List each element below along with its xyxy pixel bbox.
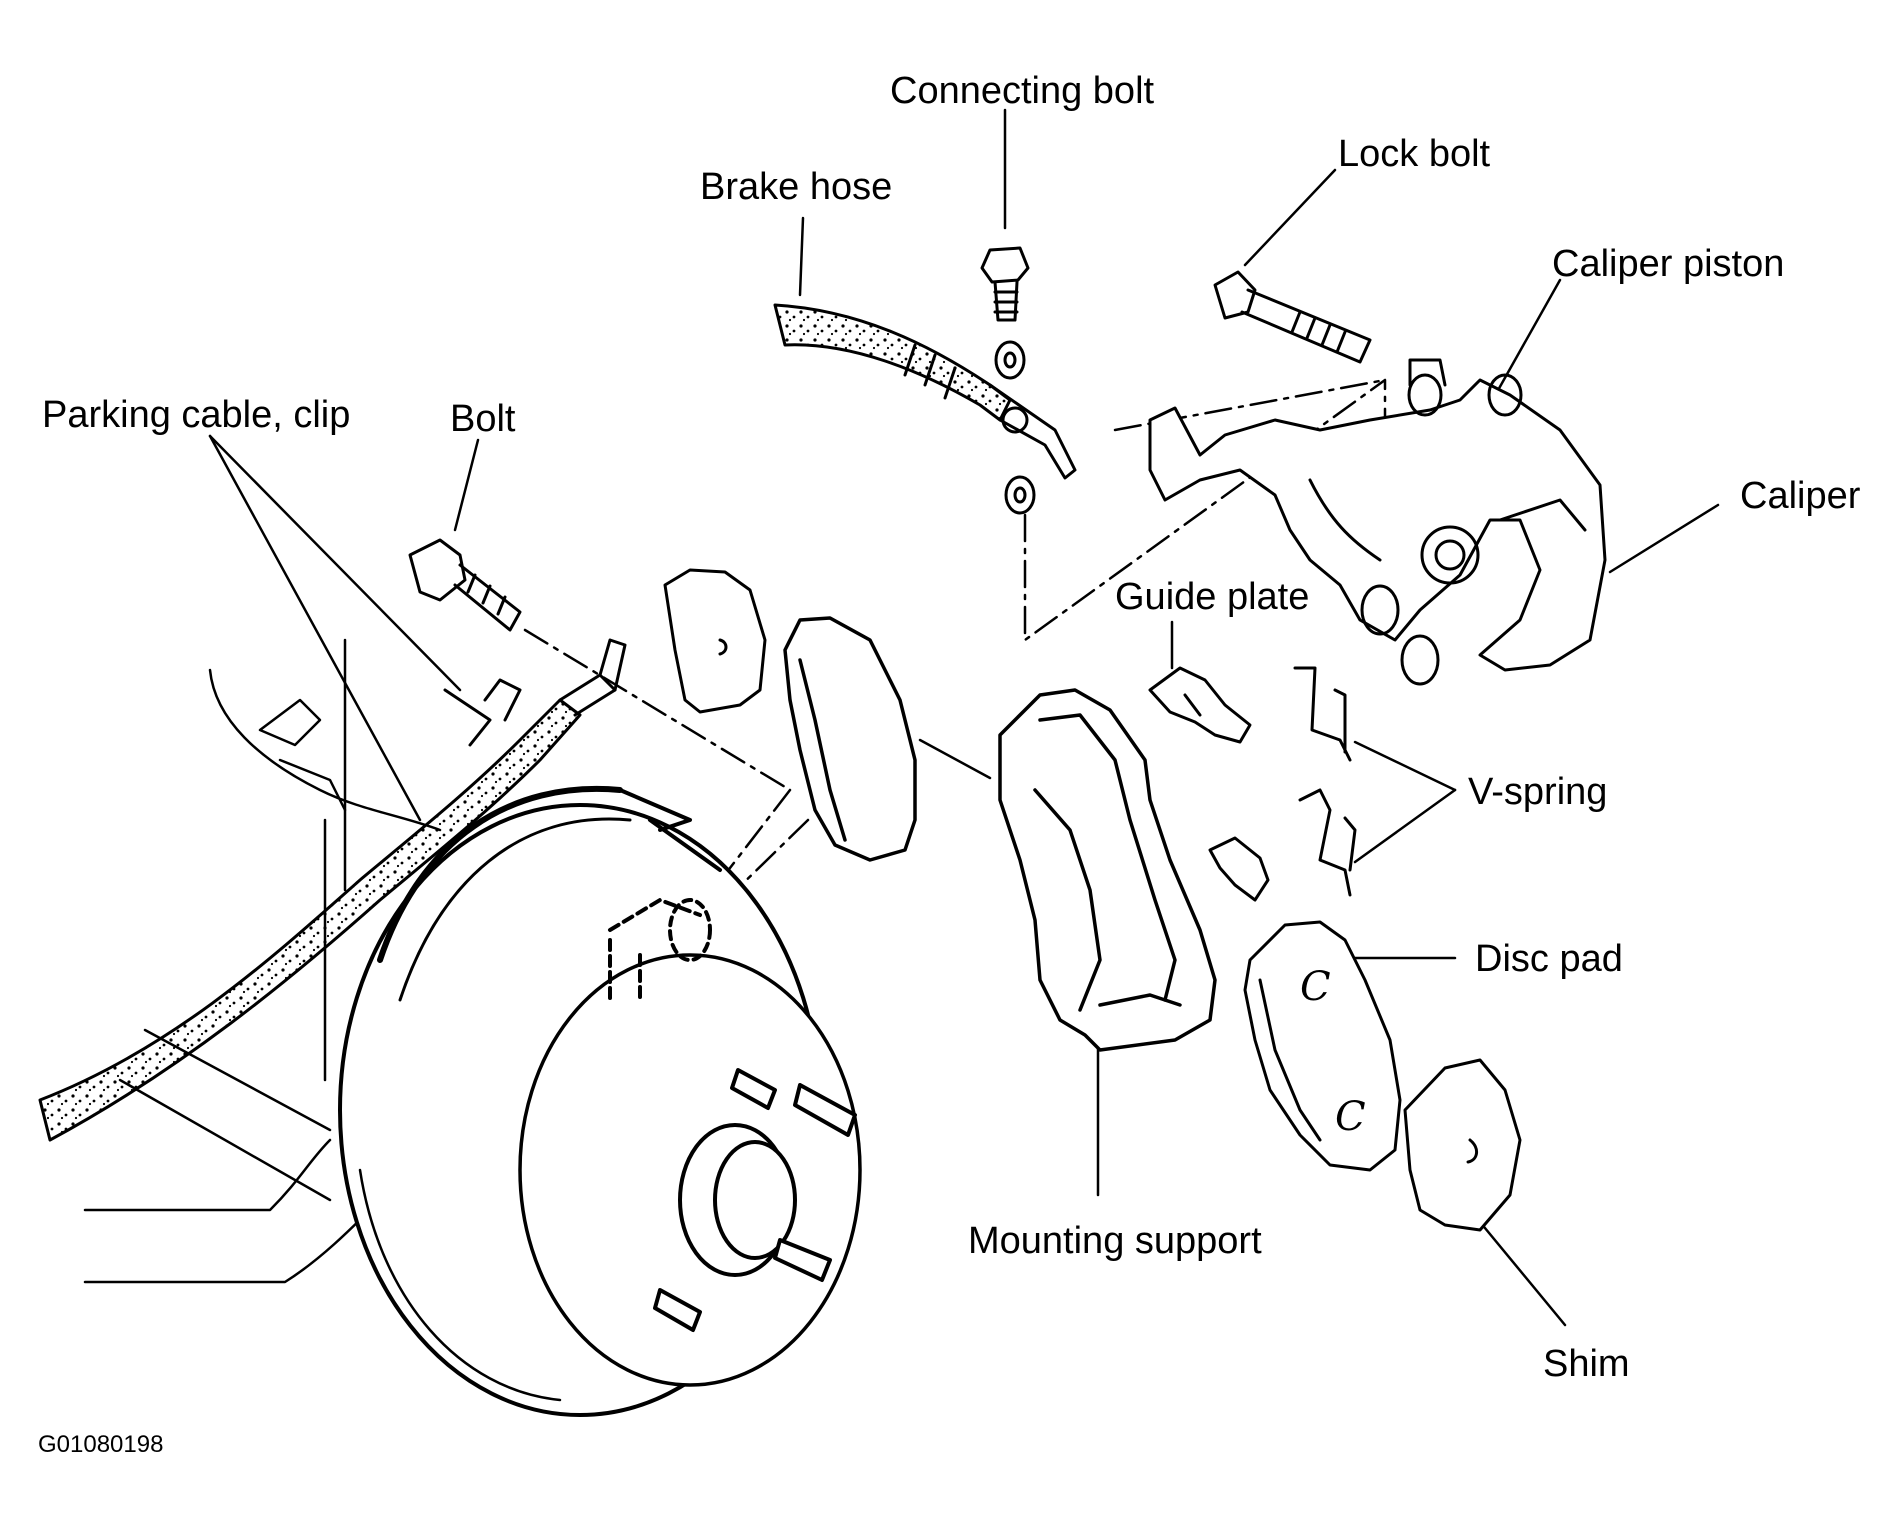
label-disc-pad: Disc pad [1475,938,1623,980]
brake-hose [773,303,1077,480]
v-springs [1293,666,1357,897]
guide-plates [1148,666,1270,902]
lock-bolt-part [1213,270,1372,364]
label-parking-cable-clip: Parking cable, clip [42,394,351,436]
disc-pad-right: C C [1243,920,1402,1172]
mounting-support-part [998,688,1217,1052]
label-v-spring: V-spring [1468,771,1608,813]
label-brake-hose: Brake hose [700,166,893,208]
label-guide-plate: Guide plate [1115,576,1310,618]
disc-pad-left [783,616,917,862]
label-connecting-bolt: Connecting bolt [890,70,1155,112]
svg-text:C: C [1335,1094,1366,1140]
bolt-part [408,538,522,632]
parking-cable [38,638,627,1142]
caliper-part [1148,358,1607,686]
leader-lines [208,108,1720,1327]
connecting-bolt-part [980,246,1036,515]
axle-lines [83,638,442,1284]
shim-left [663,568,767,714]
label-shim: Shim [1543,1343,1630,1385]
svg-text:C: C [1300,964,1331,1010]
label-mounting-support: Mounting support [968,1220,1262,1262]
label-bolt: Bolt [450,398,516,440]
label-caliper-piston: Caliper piston [1552,243,1785,285]
label-lock-bolt: Lock bolt [1338,133,1491,175]
brake-rotor [338,786,862,1417]
label-caliper: Caliper [1740,475,1861,517]
figure-code: G01080198 [38,1431,164,1458]
shim-part [1403,1058,1522,1232]
